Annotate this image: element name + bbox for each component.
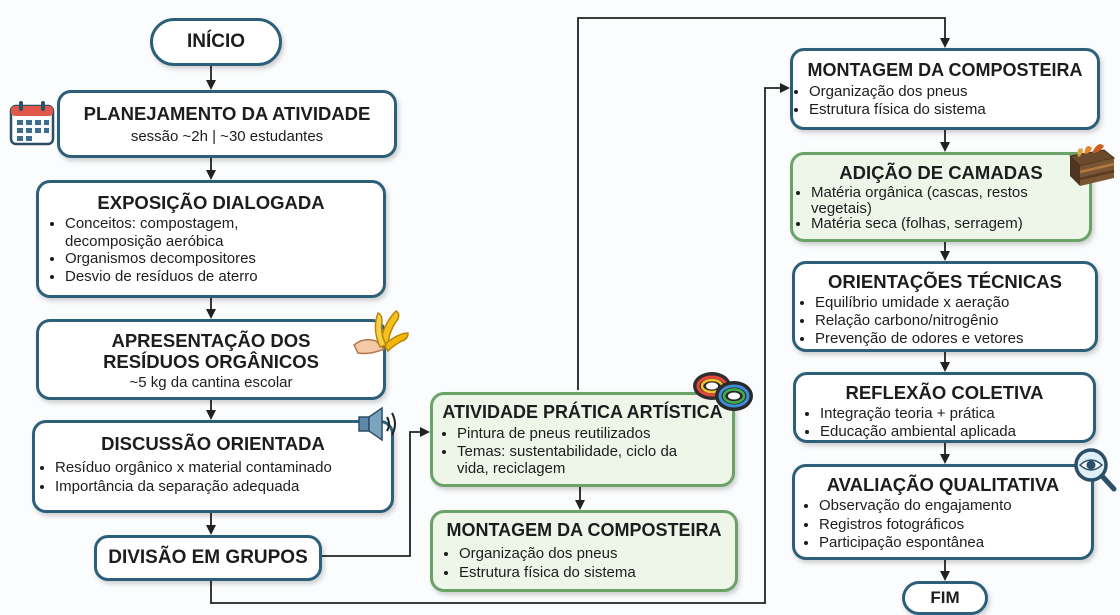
- assembly-right-list: Organização dos pneus Estrutura física d…: [793, 83, 1097, 119]
- arrow-art-to-assembly-top: [577, 17, 950, 390]
- list-item: Observação do engajamento: [819, 497, 1091, 516]
- list-item: Prevenção de odores e vetores: [815, 330, 1095, 348]
- calendar-icon: [9, 101, 55, 146]
- art-activity-title: ATIVIDADE PRÁTICA ARTÍSTICA: [442, 402, 723, 422]
- list-item: Equilíbrio umidade x aeração: [815, 294, 1095, 312]
- reflection-title: REFLEXÃO COLETIVA: [845, 382, 1044, 403]
- list-item: Pintura de pneus reutilizados: [457, 425, 732, 443]
- technical-box: ORIENTAÇÕES TÉCNICAS Equilíbrio umidade …: [792, 261, 1098, 352]
- list-item: Matéria seca (folhas, serragem): [811, 216, 1089, 232]
- banana-peel-icon: [353, 310, 409, 355]
- reflection-list: Integração teoria + prática Educação amb…: [796, 405, 1093, 441]
- evaluation-title: AVALIAÇÃO QUALITATIVA: [826, 474, 1060, 495]
- discussion-box: DISCUSSÃO ORIENTADA Resíduo orgânico x m…: [32, 420, 394, 513]
- end-terminal: FIM: [902, 581, 988, 615]
- assembly-left-box: MONTAGEM DA COMPOSTEIRA Organização dos …: [430, 510, 738, 592]
- layers-title: ADIÇÃO DE CAMADAS: [839, 162, 1043, 183]
- list-item: Organização dos pneus: [459, 544, 735, 563]
- presentation-box: APRESENTAÇÃO DOS RESÍDUOS ORGÂNICOS ~5 k…: [36, 319, 386, 400]
- art-activity-box: ATIVIDADE PRÁTICA ARTÍSTICA Pintura de p…: [430, 392, 735, 487]
- presentation-title-line2: RESÍDUOS ORGÂNICOS: [103, 351, 319, 372]
- list-item: Relação carbono/nitrogênio: [815, 312, 1095, 330]
- evaluation-box: AVALIAÇÃO QUALITATIVA Observação do enga…: [792, 464, 1094, 560]
- layers-box: ADIÇÃO DE CAMADAS Matéria orgânica (casc…: [790, 152, 1092, 242]
- list-item: Temas: sustentabilidade, ciclo da vida, …: [457, 443, 707, 478]
- groups-label: DIVISÃO EM GRUPOS: [108, 547, 308, 568]
- technical-list: Equilíbrio umidade x aeração Relação car…: [795, 294, 1095, 348]
- exposition-list: Conceitos: compostagem, decomposição aer…: [39, 215, 383, 285]
- list-item: Resíduo orgânico x material contaminado: [55, 458, 391, 477]
- start-terminal: INÍCIO: [150, 18, 282, 66]
- list-item: Conceitos: compostagem, decomposição aer…: [65, 215, 295, 250]
- arrow-groups-to-assembly-bottom: [210, 83, 790, 604]
- assembly-right-title: MONTAGEM DA COMPOSTEIRA: [807, 60, 1083, 80]
- list-item: Organismos decompositores: [65, 250, 383, 268]
- presentation-subtitle: ~5 kg da cantina escolar: [129, 374, 293, 391]
- painted-tires-icon: [693, 372, 753, 411]
- list-item: Estrutura física do sistema: [459, 563, 735, 582]
- list-item: Educação ambiental aplicada: [820, 423, 1093, 441]
- list-item: Importância da separação adequada: [55, 477, 391, 496]
- discussion-title: DISCUSSÃO ORIENTADA: [101, 433, 325, 454]
- start-label: INÍCIO: [186, 31, 246, 52]
- presentation-title-line1: APRESENTAÇÃO DOS: [111, 330, 311, 351]
- art-activity-list: Pintura de pneus reutilizados Temas: sus…: [433, 425, 732, 478]
- list-item: Organização dos pneus: [809, 83, 1097, 101]
- planning-box: PLANEJAMENTO DA ATIVIDADE sessão ~2h | ~…: [57, 90, 397, 158]
- soil-layers-icon: [1068, 144, 1116, 186]
- list-item: Participação espontânea: [819, 534, 1091, 553]
- speaker-icon: [358, 406, 396, 442]
- assembly-left-title: MONTAGEM DA COMPOSTEIRA: [446, 520, 722, 540]
- magnifier-eye-icon: [1074, 448, 1117, 492]
- planning-title: PLANEJAMENTO DA ATIVIDADE: [83, 103, 371, 124]
- exposition-title: EXPOSIÇÃO DIALOGADA: [97, 192, 325, 213]
- exposition-box: EXPOSIÇÃO DIALOGADA Conceitos: compostag…: [36, 180, 386, 298]
- discussion-list: Resíduo orgânico x material contaminado …: [35, 458, 391, 496]
- layers-list: Matéria orgânica (cascas, restos vegetai…: [793, 185, 1089, 232]
- planning-subtitle: sessão ~2h | ~30 estudantes: [130, 128, 324, 145]
- reflection-box: REFLEXÃO COLETIVA Integração teoria + pr…: [793, 372, 1096, 443]
- arrow-groups-art: [322, 427, 430, 557]
- list-item: Integração teoria + prática: [820, 405, 1093, 423]
- end-label: FIM: [930, 588, 960, 607]
- list-item: Desvio de resíduos de aterro: [65, 268, 383, 286]
- list-item: Matéria orgânica (cascas, restos vegetai…: [811, 185, 1086, 216]
- technical-title: ORIENTAÇÕES TÉCNICAS: [827, 271, 1062, 292]
- evaluation-list: Observação do engajamento Registros foto…: [795, 497, 1091, 553]
- assembly-left-list: Organização dos pneus Estrutura física d…: [433, 544, 735, 582]
- groups-terminal: DIVISÃO EM GRUPOS: [94, 535, 322, 581]
- assembly-right-box: MONTAGEM DA COMPOSTEIRA Organização dos …: [790, 48, 1100, 130]
- list-item: Estrutura física do sistema: [809, 101, 1097, 119]
- list-item: Registros fotográficos: [819, 516, 1091, 535]
